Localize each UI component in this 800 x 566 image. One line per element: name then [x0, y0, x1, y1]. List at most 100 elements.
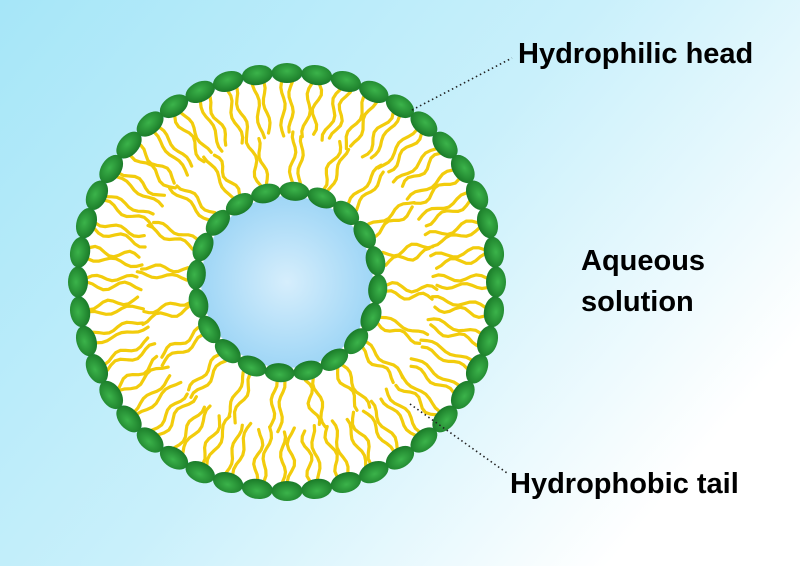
- tail: [423, 219, 480, 237]
- head: [476, 207, 499, 239]
- tail: [365, 340, 405, 380]
- tail: [431, 273, 489, 283]
- tail: [129, 154, 177, 190]
- tail: [431, 226, 482, 248]
- head: [320, 348, 349, 371]
- tail: [349, 101, 378, 148]
- head: [192, 232, 214, 262]
- tail: [102, 198, 154, 228]
- tail: [435, 252, 487, 270]
- tail: [160, 333, 204, 368]
- tail: [384, 246, 431, 267]
- tail: [158, 125, 194, 168]
- tail: [150, 392, 189, 432]
- head: [301, 478, 333, 500]
- tail: [139, 143, 176, 185]
- tail: [399, 372, 442, 413]
- head: [251, 183, 281, 204]
- tail: [355, 170, 385, 212]
- tail: [335, 366, 359, 412]
- tail: [360, 110, 395, 159]
- head: [330, 471, 362, 494]
- label-aqueous: Aqueous: [581, 245, 705, 277]
- tail: [409, 364, 456, 395]
- head: [368, 274, 388, 305]
- head: [365, 246, 386, 276]
- tail: [394, 383, 439, 417]
- head: [465, 354, 489, 384]
- tail: [87, 295, 140, 312]
- tail: [374, 205, 414, 238]
- tail: [231, 421, 253, 477]
- tail: [257, 137, 270, 186]
- head: [359, 460, 389, 484]
- tail: [268, 379, 279, 429]
- head: [359, 80, 389, 104]
- tail: [376, 128, 419, 170]
- tail: [133, 374, 172, 414]
- tail: [173, 114, 206, 164]
- head: [465, 180, 489, 210]
- tail: [261, 81, 272, 135]
- tail: [94, 221, 146, 239]
- head: [198, 315, 221, 344]
- tail: [232, 373, 252, 425]
- label-hydrophobic-tail: Hydrophobic tail: [510, 468, 739, 500]
- head: [214, 338, 241, 364]
- tail: [367, 201, 416, 226]
- tail-leader-line: [409, 403, 508, 474]
- head: [205, 209, 231, 236]
- tail: [208, 95, 228, 147]
- head: [188, 288, 209, 318]
- tail: [279, 80, 287, 138]
- tail: [326, 147, 351, 193]
- tail: [400, 151, 442, 188]
- hydrophobic-tails: [85, 80, 489, 484]
- tail: [94, 325, 150, 345]
- tail: [135, 380, 183, 416]
- tail: [424, 199, 472, 228]
- head-leader-line: [411, 57, 513, 111]
- head: [385, 94, 415, 119]
- tail: [369, 399, 399, 451]
- head: [75, 325, 98, 357]
- tail: [91, 320, 145, 336]
- tail: [117, 171, 166, 197]
- head: [237, 355, 267, 377]
- tail: [187, 353, 220, 392]
- tail: [381, 242, 435, 258]
- head: [279, 181, 310, 201]
- tail: [345, 417, 368, 468]
- tail: [212, 153, 241, 196]
- tail: [430, 294, 487, 310]
- head: [75, 207, 98, 239]
- head: [353, 220, 376, 249]
- tail: [300, 429, 314, 483]
- head: [99, 380, 124, 410]
- tail: [391, 147, 438, 184]
- head: [159, 94, 189, 119]
- tail: [141, 304, 192, 326]
- aqueous-core: [201, 196, 373, 368]
- tail: [88, 244, 141, 259]
- tail: [86, 256, 144, 269]
- tail: [279, 430, 288, 484]
- head: [264, 363, 295, 383]
- tail: [420, 345, 469, 371]
- head: [241, 478, 273, 500]
- tail: [250, 83, 267, 140]
- head: [69, 296, 91, 328]
- tail: [201, 414, 222, 466]
- tail: [433, 305, 486, 320]
- head: [159, 445, 189, 470]
- head: [212, 70, 244, 93]
- tail: [160, 326, 200, 359]
- head: [185, 80, 215, 104]
- tail: [347, 163, 383, 205]
- head: [385, 445, 415, 470]
- tail: [234, 86, 250, 140]
- tail: [385, 281, 439, 294]
- tail: [409, 357, 461, 387]
- tail: [320, 87, 343, 142]
